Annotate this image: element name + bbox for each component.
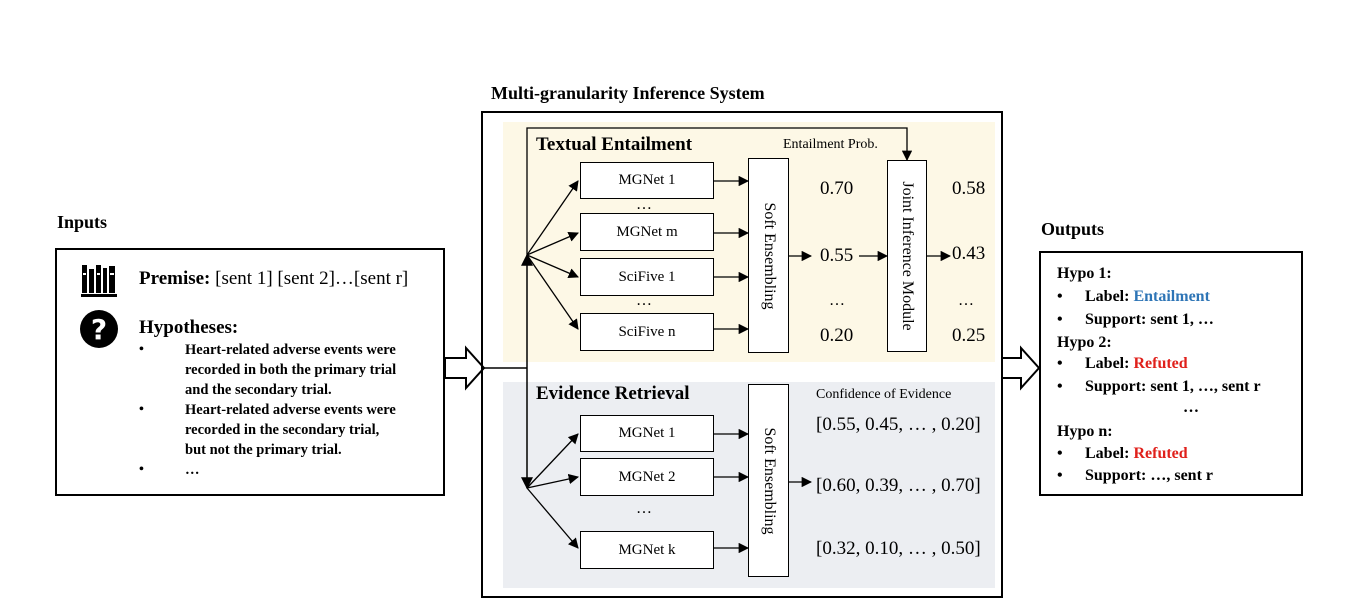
te-ensemble-prob-2: 0.55 [820, 245, 854, 266]
er-model-mgnet-k: MGNet k [580, 531, 714, 569]
hypo-n-label-key: Label: [1085, 445, 1130, 462]
input-arrow [444, 345, 486, 391]
joint-inference-module: Joint Inference Module [887, 160, 927, 352]
inputs-title: Inputs [57, 212, 108, 232]
system-title: Multi-granularity Inference System [491, 83, 765, 103]
entailment-prob-label: Entailment Prob. [783, 137, 878, 152]
bullet-3: • [139, 462, 144, 477]
hypo-2-label: Label: Refuted [1085, 355, 1188, 373]
hypothesis-more: … [185, 462, 200, 478]
question-circle-icon: ? [80, 310, 118, 348]
te-ensemble-prob-dots: … [829, 292, 845, 309]
hypo-1-bullet-1: • [1057, 288, 1063, 305]
outputs-box: Hypo 1: • Label: Entailment • Support: s… [1039, 251, 1303, 496]
er-soft-ensembling-label: Soft Ensembling [760, 426, 778, 535]
hypo-1-bullet-2: • [1057, 311, 1063, 328]
outputs-middle-dots: … [1183, 399, 1199, 416]
te-model-scifive-1: SciFive 1 [580, 258, 714, 296]
hypo-1-label: Label: Entailment [1085, 288, 1210, 306]
hypo-n-bullet-2: • [1057, 467, 1063, 484]
te-ensemble-prob-1: 0.70 [820, 178, 854, 199]
te-model-scifive-n: SciFive n [580, 313, 714, 351]
hypo-n-label: Label: Refuted [1085, 445, 1188, 463]
joint-prob-2: 0.43 [952, 243, 986, 264]
te-model-mgnet-1: MGNet 1 [580, 162, 714, 199]
evidence-confidence-3: [0.32, 0.10, … , 0.50] [816, 538, 981, 559]
hypothesis-2-line-1: Heart-related adverse events were [185, 402, 396, 418]
hypothesis-1-line-3: and the secondary trial. [185, 382, 332, 398]
hypo-1-label-value: Entailment [1133, 288, 1210, 305]
outputs-title: Outputs [1041, 219, 1105, 239]
system-box [481, 111, 1003, 598]
inputs-box: Premise: [sent 1] [sent 2]…[sent r] ? Hy… [55, 248, 445, 496]
hypo-n-bullet-1: • [1057, 445, 1063, 462]
hypo-n-title: Hypo n: [1057, 423, 1113, 440]
te-models-dots: … [636, 196, 652, 213]
hypo-2-bullet-2: • [1057, 378, 1063, 395]
te-soft-ensembling: Soft Ensembling [748, 158, 789, 353]
hypothesis-1-line-2: recorded in both the primary trial [185, 362, 397, 378]
premise-label: Premise: [139, 268, 211, 289]
hypothesis-1-line-1: Heart-related adverse events were [185, 342, 396, 358]
joint-inference-label: Joint Inference Module [899, 181, 916, 331]
er-model-mgnet-1: MGNet 1 [580, 415, 714, 452]
bullet-2: • [139, 402, 144, 417]
hypothesis-2-line-2: recorded in the secondary trial, [185, 422, 380, 438]
hypo-1-label-key: Label: [1085, 288, 1130, 305]
books-icon [81, 263, 117, 299]
hypo-n-label-value: Refuted [1133, 445, 1188, 462]
te-model-mgnet-m: MGNet m [580, 213, 714, 251]
hypo-1-support: Support: sent 1, … [1085, 311, 1214, 328]
output-arrow [1001, 345, 1041, 391]
te-models-dots-2: … [636, 292, 652, 309]
hypothesis-2-line-3: but not the primary trial. [185, 442, 342, 458]
te-soft-ensembling-label: Soft Ensembling [760, 201, 778, 310]
joint-prob-3: 0.25 [952, 325, 986, 346]
hypo-2-bullet-1: • [1057, 355, 1063, 372]
evidence-confidence-2: [0.60, 0.39, … , 0.70] [816, 475, 981, 496]
evidence-confidence-1: [0.55, 0.45, … , 0.20] [816, 414, 981, 435]
confidence-of-evidence-label: Confidence of Evidence [816, 387, 952, 402]
hypo-2-label-key: Label: [1085, 355, 1130, 372]
hypo-2-label-value: Refuted [1133, 355, 1188, 372]
er-model-mgnet-2: MGNet 2 [580, 458, 714, 496]
er-soft-ensembling: Soft Ensembling [748, 384, 789, 577]
hypo-n-support: Support: …, sent r [1085, 467, 1214, 484]
te-ensemble-prob-3: 0.20 [820, 325, 854, 346]
hypotheses-label: Hypotheses: [139, 317, 239, 338]
premise: Premise: [sent 1] [sent 2]…[sent r] [139, 268, 408, 290]
bullet-1: • [139, 342, 144, 357]
hypo-1-title: Hypo 1: [1057, 265, 1112, 282]
joint-prob-dots: … [958, 292, 974, 309]
hypo-2-title: Hypo 2: [1057, 334, 1112, 351]
joint-prob-1: 0.58 [952, 178, 986, 199]
er-models-dots: … [636, 500, 652, 517]
hypo-2-support: Support: sent 1, …, sent r [1085, 378, 1261, 395]
premise-text: [sent 1] [sent 2]…[sent r] [215, 268, 409, 289]
evidence-retrieval-title: Evidence Retrieval [536, 383, 690, 404]
textual-entailment-title: Textual Entailment [536, 134, 693, 155]
